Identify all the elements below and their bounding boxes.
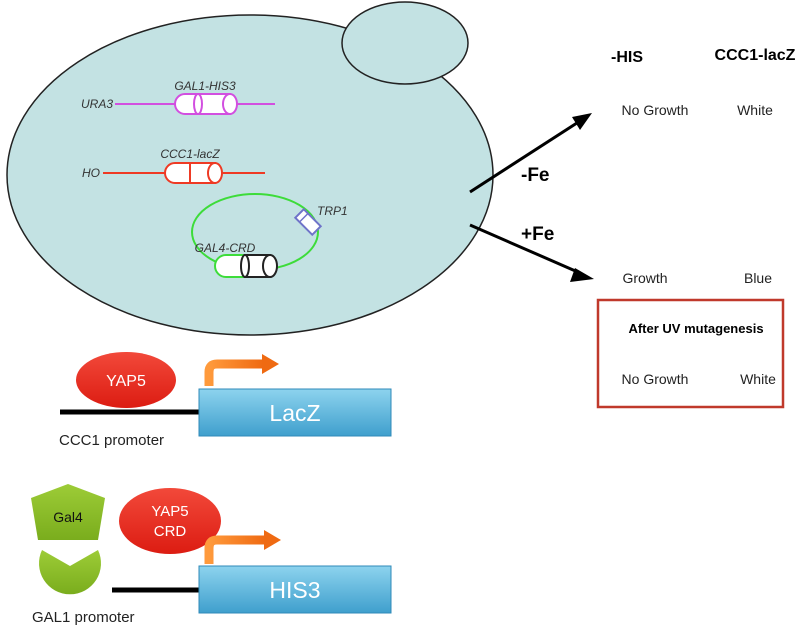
minus-fe-arrowhead: [572, 113, 592, 130]
trp1-marker: [293, 207, 323, 237]
trp1-label: TRP1: [317, 204, 348, 218]
plus-fe-arrow: [469, 223, 581, 275]
gal4-dbd-pacman: [39, 550, 101, 595]
plus-fe-label: +Fe: [521, 224, 554, 245]
gal1-his3-construct: HIS3 Gal4 YAP5 CRD GAL1 promoter: [31, 484, 392, 626]
gal4-domain: [31, 484, 105, 540]
his3-label: HIS3: [269, 577, 320, 603]
yap5-protein: [76, 352, 176, 408]
bud: [341, 1, 469, 85]
condition-arrows: -Fe +Fe: [469, 113, 594, 282]
transcription-arrow-2: [204, 535, 265, 564]
uv-title: After UV mutagenesis: [628, 321, 763, 336]
yap5-crd-protein: [119, 488, 221, 554]
ho-label: HO: [82, 166, 100, 180]
minus-fe-growth: No Growth: [622, 102, 689, 118]
yap5-crd-label-line2: CRD: [154, 523, 187, 540]
gal1-his3-label: GAL1-HIS3: [174, 79, 236, 93]
results-table: -HIS CCC1-lacZ No Growth White Growth Bl…: [611, 47, 796, 286]
yap5-crd-label-line1: YAP5: [151, 503, 188, 520]
ccc1-lacz-label: CCC1-lacZ: [160, 147, 220, 161]
plus-fe-color: Blue: [744, 270, 772, 286]
header-lacz: CCC1-lacZ: [715, 47, 796, 64]
plus-fe-arrowhead: [570, 268, 594, 282]
gal4-label: Gal4: [53, 509, 83, 525]
gal4-crd-label: GAL4-CRD: [195, 241, 256, 255]
uv-mutagenesis-box: After UV mutagenesis No Growth White: [596, 298, 785, 409]
gal1-his3-locus: URA3 GAL1-HIS3: [81, 79, 275, 115]
yap5-label: YAP5: [106, 373, 146, 390]
lacz-box: [198, 388, 392, 437]
uv-color: White: [740, 371, 776, 387]
gal1-promoter-label: GAL1 promoter: [32, 609, 135, 626]
ccc1-lacz-construct: LacZ YAP5 CCC1 promoter: [59, 352, 392, 449]
gal4-crd-plasmid: TRP1 GAL4-CRD: [191, 193, 348, 278]
minus-fe-arrow: [469, 119, 581, 194]
header-his: -HIS: [611, 49, 643, 66]
minus-fe-color: White: [737, 102, 773, 118]
lacz-label: LacZ: [269, 400, 320, 426]
minus-fe-label: -Fe: [521, 165, 550, 186]
plus-fe-growth: Growth: [622, 270, 667, 286]
transcription-arrow-1: [204, 359, 263, 386]
yeast-cell: [6, 1, 494, 336]
ccc1-promoter-label: CCC1 promoter: [59, 432, 164, 449]
ccc1-lacz-locus: HO CCC1-lacZ: [82, 147, 265, 184]
his3-box: [198, 565, 392, 614]
cell-body: [6, 14, 494, 336]
ura3-label: URA3: [81, 97, 113, 111]
uv-growth: No Growth: [622, 371, 689, 387]
